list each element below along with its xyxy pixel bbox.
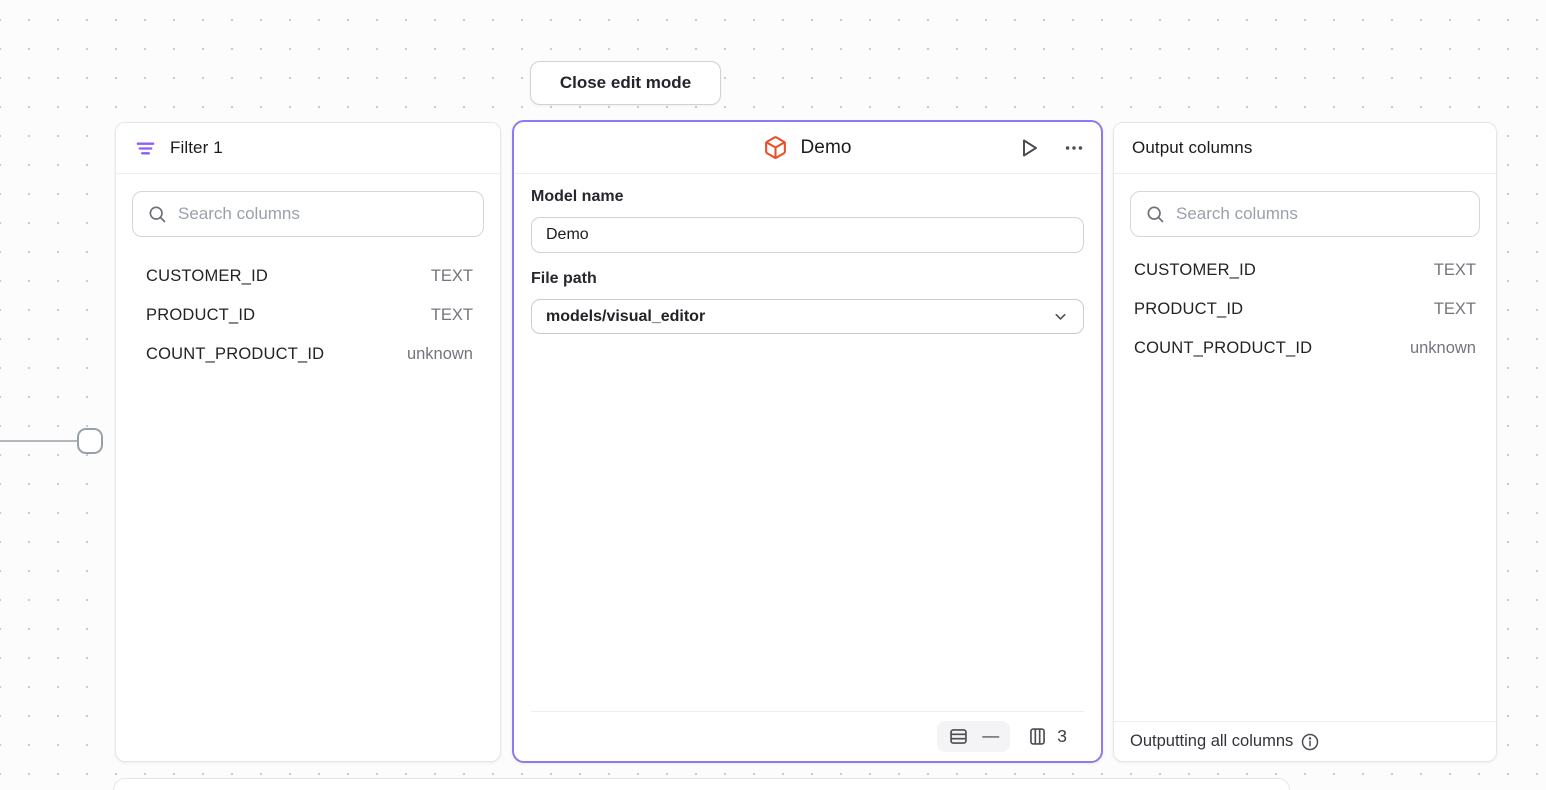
- file-path-label: File path: [531, 270, 597, 287]
- column-type: unknown: [406, 345, 473, 363]
- file-path-value: models/visual_editor: [546, 307, 706, 325]
- column-type: TEXT: [1433, 261, 1476, 279]
- row-count-value: —: [982, 726, 1000, 745]
- filter-icon: [134, 137, 157, 160]
- output-footer: Outputting all columns: [1114, 722, 1496, 761]
- filter-search-input[interactable]: [178, 204, 469, 224]
- output-panel-title: Output columns: [1132, 138, 1253, 157]
- model-name-label: Model name: [531, 188, 624, 205]
- search-icon: [147, 204, 167, 224]
- model-stats-row: — 3: [531, 712, 1084, 761]
- model-cube-icon: [763, 135, 788, 160]
- column-type: unknown: [1409, 339, 1476, 357]
- column-row[interactable]: CUSTOMER_ID TEXT: [146, 257, 473, 296]
- output-panel-header: Output columns: [1114, 123, 1496, 173]
- run-model-button[interactable]: [1017, 136, 1041, 160]
- output-search-box[interactable]: [1130, 191, 1480, 237]
- column-name: CUSTOMER_ID: [1134, 261, 1256, 279]
- filter-search-box[interactable]: [132, 191, 484, 237]
- row-count-badge[interactable]: —: [937, 721, 1011, 752]
- column-row[interactable]: COUNT_PRODUCT_ID unknown: [146, 335, 473, 374]
- file-path-select[interactable]: models/visual_editor: [531, 299, 1084, 334]
- filter-node-panel[interactable]: Filter 1 CUSTOMER_ID TEXT PRODUCT_ID TEX…: [115, 122, 501, 762]
- divider: [1114, 721, 1496, 722]
- column-count-value: 3: [1057, 726, 1067, 746]
- filter-column-list: CUSTOMER_ID TEXT PRODUCT_ID TEXT COUNT_P…: [116, 237, 500, 374]
- column-row[interactable]: PRODUCT_ID TEXT: [146, 296, 473, 335]
- column-name: CUSTOMER_ID: [146, 267, 268, 285]
- model-node-panel[interactable]: Demo Model name File path models/visual_…: [512, 120, 1103, 763]
- filter-panel-header: Filter 1: [116, 123, 500, 173]
- column-type: TEXT: [1433, 300, 1476, 318]
- bottom-panel[interactable]: [113, 778, 1290, 790]
- column-row[interactable]: PRODUCT_ID TEXT: [1134, 290, 1476, 329]
- column-count-icon: [1027, 726, 1048, 747]
- search-icon: [1145, 204, 1165, 224]
- close-edit-mode-button[interactable]: Close edit mode: [530, 61, 721, 105]
- column-name: COUNT_PRODUCT_ID: [146, 345, 325, 363]
- column-name: COUNT_PRODUCT_ID: [1134, 339, 1313, 357]
- info-icon[interactable]: [1300, 732, 1320, 752]
- column-type: TEXT: [430, 306, 473, 324]
- chevron-down-icon: [1052, 308, 1069, 325]
- divider: [514, 173, 1101, 174]
- divider: [1114, 173, 1496, 174]
- model-panel-title: Demo: [800, 136, 852, 158]
- filter-panel-title: Filter 1: [170, 138, 223, 157]
- divider: [531, 711, 1084, 712]
- column-row[interactable]: COUNT_PRODUCT_ID unknown: [1134, 329, 1476, 368]
- connector-edge: [0, 440, 79, 442]
- output-footer-text: Outputting all columns: [1130, 732, 1294, 750]
- model-name-input[interactable]: [531, 217, 1084, 253]
- connector-handle[interactable]: [77, 428, 103, 454]
- column-type: TEXT: [430, 267, 473, 285]
- column-name: PRODUCT_ID: [146, 306, 256, 324]
- row-count-icon: [948, 726, 969, 747]
- model-panel-header: Demo: [514, 122, 1101, 173]
- column-row[interactable]: CUSTOMER_ID TEXT: [1134, 251, 1476, 290]
- column-name: PRODUCT_ID: [1134, 300, 1244, 318]
- output-search-input[interactable]: [1176, 204, 1465, 224]
- more-options-button[interactable]: [1063, 137, 1085, 159]
- output-column-list: CUSTOMER_ID TEXT PRODUCT_ID TEXT COUNT_P…: [1114, 237, 1496, 368]
- divider: [116, 173, 500, 174]
- output-columns-panel[interactable]: Output columns CUSTOMER_ID TEXT PRODUCT_…: [1113, 122, 1497, 762]
- column-count-badge[interactable]: 3: [1027, 726, 1067, 747]
